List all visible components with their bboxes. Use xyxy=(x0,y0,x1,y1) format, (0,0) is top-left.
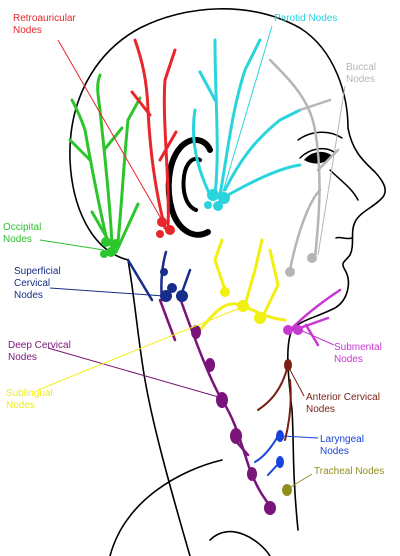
label-anterior-cervical-nodes: Anterior Cervical Nodes xyxy=(306,392,380,416)
anterior-cervical-nodes xyxy=(284,359,292,371)
submental-nodes xyxy=(283,325,303,335)
label-line: Nodes xyxy=(8,352,37,363)
occipital-nodes xyxy=(100,237,121,258)
label-sublingual-nodes: Sublingual Nodes xyxy=(6,388,53,412)
label-occipital-nodes: Occipital Nodes xyxy=(3,222,41,246)
leader-lines xyxy=(37,25,346,489)
occipital-vessels xyxy=(68,73,142,254)
label-line: Occipital xyxy=(3,222,42,233)
face-features xyxy=(297,131,359,240)
sublingual-nodes xyxy=(220,287,266,324)
tracheal-nodes xyxy=(282,484,292,496)
label-line: Parotid Nodes xyxy=(274,13,338,24)
label-superficial-cervical-nodes: Superficial Cervical Nodes xyxy=(14,266,61,302)
label-deep-cervical-nodes: Deep Cervical Nodes xyxy=(8,340,71,364)
label-line: Nodes xyxy=(13,25,42,36)
parotid-nodes xyxy=(204,189,230,211)
ear-icon xyxy=(165,137,213,238)
label-line: Nodes xyxy=(320,446,349,457)
sublingual-vessels xyxy=(198,238,287,332)
label-tracheal-nodes: Tracheal Nodes xyxy=(314,466,384,478)
label-parotid-nodes: Parotid Nodes xyxy=(274,13,337,25)
label-line: Sublingual xyxy=(6,388,53,399)
retroauricular-vessels xyxy=(130,38,178,230)
label-line: Laryngeal xyxy=(320,434,364,445)
label-line: Superficial xyxy=(14,266,61,277)
label-line: Nodes xyxy=(6,400,35,411)
superficial-cervical-nodes xyxy=(160,268,188,302)
label-line: Deep Cervical xyxy=(8,340,71,351)
label-line: Submental xyxy=(334,342,382,353)
label-line: Anterior Cervical xyxy=(306,392,380,403)
label-line: Nodes xyxy=(14,290,43,301)
label-line: Nodes xyxy=(334,354,363,365)
laryngeal-vessels xyxy=(254,435,281,476)
label-line: Nodes xyxy=(346,74,375,85)
label-laryngeal-nodes: Laryngeal Nodes xyxy=(320,434,364,458)
label-line: Retroauricular xyxy=(13,13,76,24)
label-submental-nodes: Submental Nodes xyxy=(334,342,382,366)
retroauricular-nodes xyxy=(156,217,175,238)
anterior-cervical-vessels xyxy=(257,364,292,441)
label-line: Cervical xyxy=(14,278,51,289)
label-retroauricular-nodes: Retroauricular Nodes xyxy=(13,13,76,37)
buccal-vessels xyxy=(268,58,340,272)
label-line: Nodes xyxy=(3,234,32,245)
label-buccal-nodes: Buccal Nodes xyxy=(346,62,376,86)
laryngeal-nodes xyxy=(276,430,284,468)
buccal-nodes xyxy=(285,253,317,277)
parotid-vessels xyxy=(191,38,302,197)
label-line: Tracheal Nodes xyxy=(314,466,385,477)
label-line: Buccal xyxy=(346,62,377,73)
label-line: Nodes xyxy=(306,404,335,415)
deep-cervical-nodes xyxy=(191,325,276,515)
